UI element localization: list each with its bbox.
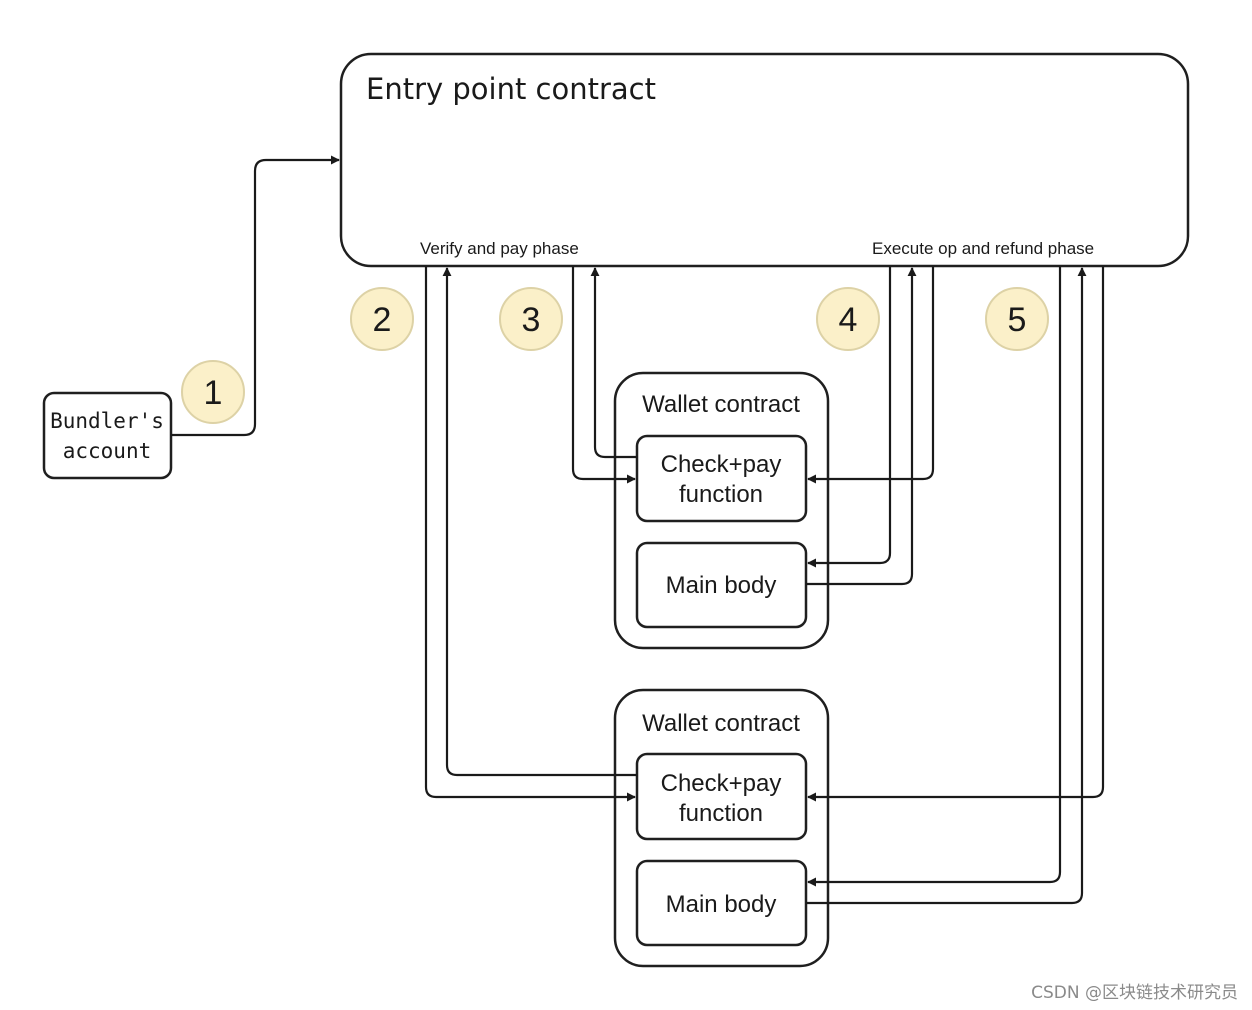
check-pay-label-line1: Check+pay (661, 770, 782, 797)
arrow-verify-return-wallet2 (442, 267, 637, 777)
entry-point-contract: Entry point contract Verify and pay phas… (339, 52, 1190, 268)
entry-point-title: Entry point contract (366, 72, 656, 106)
wallet-title: Wallet contract (642, 391, 800, 418)
arrow-execute-call-wallet1-main (807, 266, 892, 568)
main-body-label: Main body (666, 572, 777, 599)
bundler-account: Bundler's account (42, 391, 173, 480)
step-badge: 4 (816, 287, 880, 351)
watermark: CSDN @区块链技术研究员 (1031, 983, 1238, 1003)
main-body: Main body (635, 541, 808, 629)
step-badge: 1 (181, 360, 245, 424)
check-pay-label-line2: function (679, 481, 763, 508)
arrow-verify-call-wallet2 (424, 266, 636, 802)
step-number: 3 (522, 301, 541, 339)
check-pay-function: Check+pay function (635, 434, 808, 523)
arrow-execute-call-wallet2-main (807, 266, 1062, 887)
step-number: 4 (839, 301, 858, 339)
arrow-bundler-to-entry (171, 155, 340, 437)
arrow-execute-call-wallet1-check (807, 266, 935, 484)
check-pay-function: Check+pay function (635, 752, 808, 841)
check-pay-label-line1: Check+pay (661, 451, 782, 478)
arrow-verify-return-wallet1 (590, 267, 637, 459)
step-badge: 3 (499, 287, 563, 351)
wallet-contract: Wallet contract Check+pay function Main … (613, 371, 830, 650)
arrow-execute-return-wallet2 (806, 267, 1087, 905)
check-pay-label-line2: function (679, 800, 763, 827)
bundler-label-line2: account (63, 439, 152, 463)
wallet-title: Wallet contract (642, 710, 800, 737)
step-number: 5 (1008, 301, 1027, 339)
main-body: Main body (635, 859, 808, 947)
connectors (171, 155, 1105, 905)
main-body-label: Main body (666, 891, 777, 918)
arrow-execute-return-wallet1 (806, 267, 917, 586)
step-badge: 2 (350, 287, 414, 351)
arrow-verify-call-wallet1 (571, 266, 636, 484)
step-number: 1 (204, 374, 223, 412)
bundler-label-line1: Bundler's (50, 409, 164, 433)
step-number: 2 (373, 301, 392, 339)
execute-phase-label: Execute op and refund phase (872, 239, 1094, 258)
step-badge: 5 (985, 287, 1049, 351)
verify-phase-label: Verify and pay phase (420, 239, 579, 258)
arrow-execute-call-wallet2-check (807, 266, 1105, 802)
wallet-contract: Wallet contract Check+pay function Main … (613, 688, 830, 968)
